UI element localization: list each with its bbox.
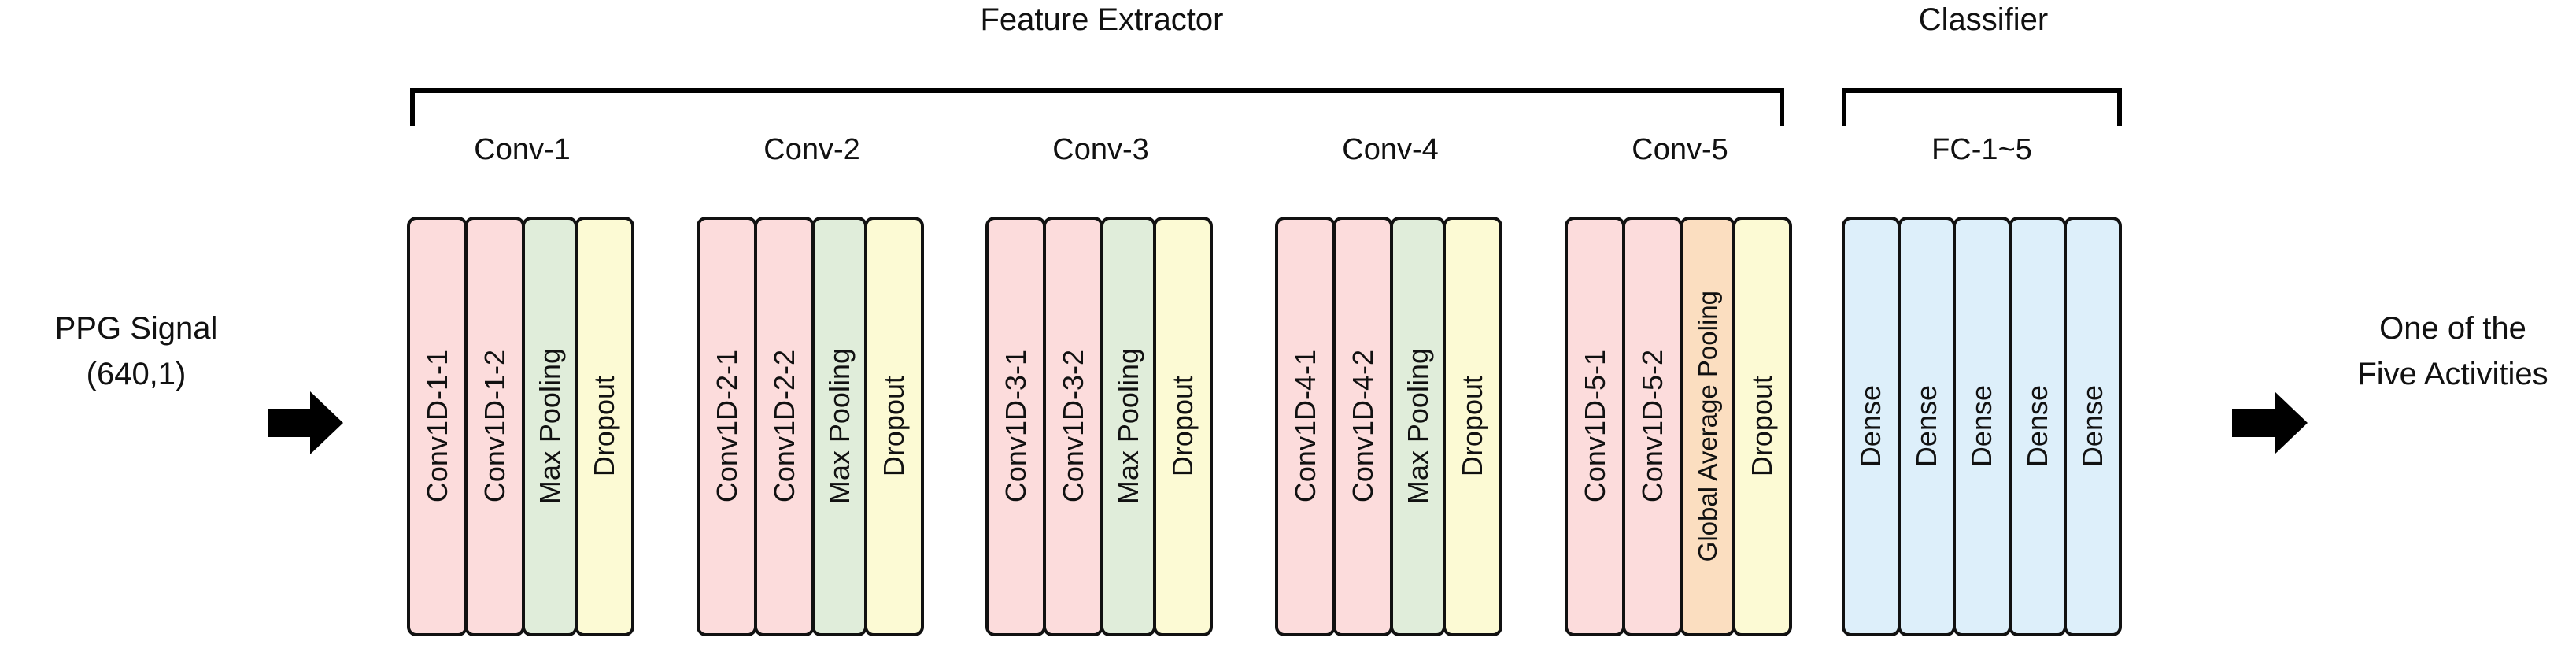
block-label: Conv1D-1-2 — [478, 350, 511, 503]
block-label: Conv1D-4-2 — [1346, 350, 1379, 503]
group-label-conv-4: Conv-4 — [1342, 133, 1439, 166]
group-label-fc-1-5: FC-1~5 — [1931, 133, 2032, 166]
block-conv1d-3-1[interactable]: Conv1D-3-1 — [985, 217, 1046, 636]
group-conv-5: Conv1D-5-1 Conv1D-5-2 Global Average Poo… — [1565, 217, 1795, 636]
block-dropout-3[interactable]: Dropout — [1153, 217, 1213, 636]
group-conv-1: Conv1D-1-1 Conv1D-1-2 Max Pooling Dropou… — [407, 217, 638, 636]
block-label: Conv1D-4-1 — [1288, 350, 1321, 503]
block-label: Dense — [1854, 385, 1887, 468]
input-label: PPG Signal (640,1) — [0, 306, 272, 397]
block-dense-5[interactable]: Dense — [2064, 217, 2122, 636]
block-conv1d-2-2[interactable]: Conv1D-2-2 — [754, 217, 815, 636]
block-label: Dropout — [878, 376, 910, 477]
block-label: Max Pooling — [533, 348, 566, 505]
feature-extractor-bracket — [410, 88, 1784, 126]
block-label: Dropout — [588, 376, 620, 477]
block-dropout-5[interactable]: Dropout — [1732, 217, 1792, 636]
group-label-conv-5: Conv-5 — [1632, 133, 1728, 166]
block-label: Conv1D-3-1 — [999, 350, 1032, 503]
block-max-pooling-2[interactable]: Max Pooling — [811, 217, 867, 636]
block-label: Conv1D-2-2 — [767, 350, 800, 503]
block-dense-4[interactable]: Dense — [2008, 217, 2068, 636]
block-max-pooling-1[interactable]: Max Pooling — [522, 217, 578, 636]
group-conv-3: Conv1D-3-1 Conv1D-3-2 Max Pooling Dropou… — [985, 217, 1216, 636]
block-label: Conv1D-3-2 — [1056, 350, 1089, 503]
group-label-conv-1: Conv-1 — [474, 133, 571, 166]
block-dense-3[interactable]: Dense — [1953, 217, 2012, 636]
group-label-conv-2: Conv-2 — [763, 133, 860, 166]
block-label: Max Pooling — [1401, 348, 1434, 505]
block-conv1d-4-1[interactable]: Conv1D-4-1 — [1275, 217, 1336, 636]
block-dense-2[interactable]: Dense — [1897, 217, 1957, 636]
block-label: Conv1D-5-1 — [1578, 350, 1611, 503]
group-label-conv-3: Conv-3 — [1052, 133, 1149, 166]
block-label: Conv1D-1-1 — [420, 350, 453, 503]
block-dropout-4[interactable]: Dropout — [1443, 217, 1502, 636]
block-label: Global Average Pooling — [1692, 291, 1722, 562]
block-label: Dense — [2076, 385, 2109, 468]
block-label: Max Pooling — [822, 348, 856, 505]
group-conv-4: Conv1D-4-1 Conv1D-4-2 Max Pooling Dropou… — [1275, 217, 1506, 636]
block-max-pooling-4[interactable]: Max Pooling — [1390, 217, 1446, 636]
block-label: Dense — [2021, 385, 2054, 468]
feature-extractor-title: Feature Extractor — [980, 2, 1224, 37]
block-dense-1[interactable]: Dense — [1842, 217, 1901, 636]
output-label: One of the Five Activities — [2330, 306, 2576, 397]
block-conv1d-4-2[interactable]: Conv1D-4-2 — [1332, 217, 1393, 636]
block-label: Dropout — [1746, 376, 1778, 477]
block-global-average-pooling-5[interactable]: Global Average Pooling — [1680, 217, 1735, 636]
block-conv1d-5-1[interactable]: Conv1D-5-1 — [1565, 217, 1625, 636]
block-max-pooling-3[interactable]: Max Pooling — [1100, 217, 1156, 636]
input-label-line2: (640,1) — [86, 357, 187, 391]
input-label-line1: PPG Signal — [54, 311, 218, 346]
output-label-line2: Five Activities — [2357, 357, 2548, 391]
block-conv1d-1-1[interactable]: Conv1D-1-1 — [407, 217, 468, 636]
classifier-bracket — [1842, 88, 2122, 126]
group-conv-2: Conv1D-2-1 Conv1D-2-2 Max Pooling Dropou… — [697, 217, 927, 636]
block-dropout-2[interactable]: Dropout — [864, 217, 924, 636]
output-label-line1: One of the — [2379, 311, 2526, 346]
block-conv1d-1-2[interactable]: Conv1D-1-2 — [464, 217, 525, 636]
block-dropout-1[interactable]: Dropout — [575, 217, 634, 636]
block-conv1d-2-1[interactable]: Conv1D-2-1 — [697, 217, 757, 636]
block-label: Dense — [1909, 385, 1942, 468]
block-label: Max Pooling — [1111, 348, 1144, 505]
block-label: Conv1D-2-1 — [710, 350, 743, 503]
block-conv1d-5-2[interactable]: Conv1D-5-2 — [1622, 217, 1683, 636]
group-fc-1-5: Dense Dense Dense Dense Dense — [1842, 217, 2122, 636]
right-arrow-icon-input — [268, 390, 343, 456]
block-label: Dropout — [1166, 376, 1199, 477]
block-label: Dropout — [1456, 376, 1488, 477]
right-arrow-icon-output — [2232, 390, 2308, 456]
block-label: Dense — [1965, 385, 1998, 468]
block-conv1d-3-2[interactable]: Conv1D-3-2 — [1043, 217, 1103, 636]
block-label: Conv1D-5-2 — [1635, 350, 1669, 503]
classifier-title: Classifier — [1918, 2, 2049, 37]
